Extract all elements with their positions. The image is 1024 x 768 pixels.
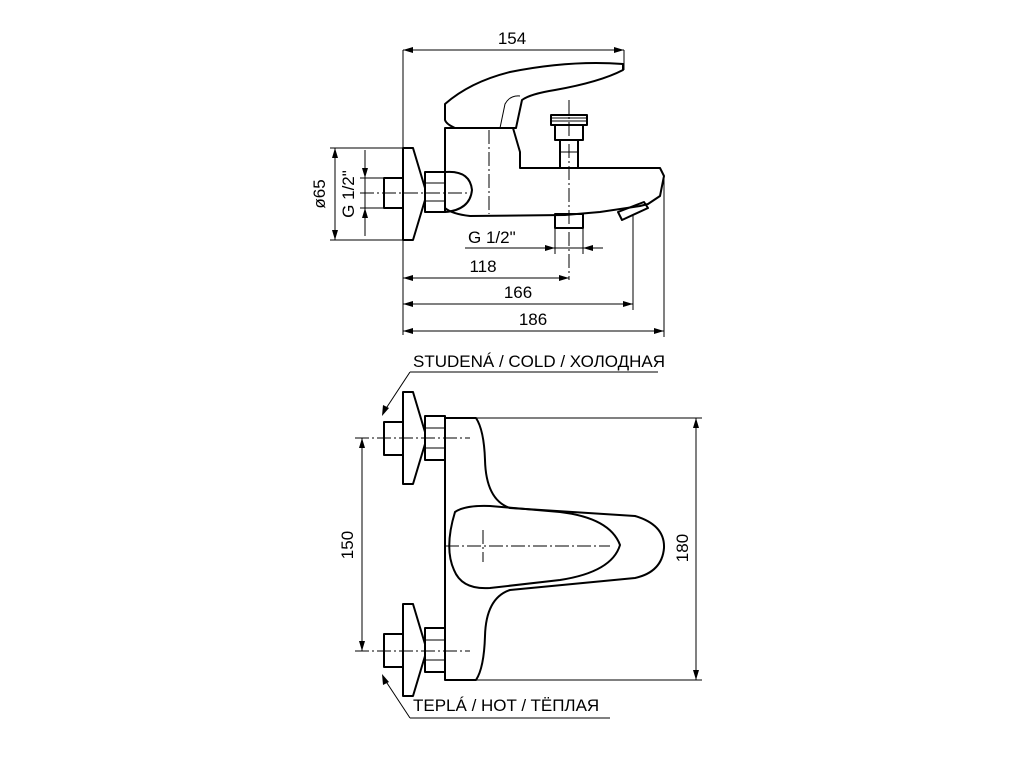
dim-186: 186 bbox=[403, 176, 665, 337]
hot-label-group: TEPLÁ / HOT / TЁПЛАЯ bbox=[382, 674, 610, 719]
dim-180-label: 180 bbox=[673, 534, 692, 562]
dim-118: 118 bbox=[402, 240, 569, 335]
handle-top bbox=[448, 504, 621, 590]
dim-thread-outlet: G 1/2" bbox=[465, 228, 603, 254]
dim-154-label: 154 bbox=[498, 29, 526, 48]
dim-150-label: 150 bbox=[338, 531, 357, 559]
dim-180: 180 bbox=[476, 417, 702, 681]
dim-166: 166 bbox=[403, 214, 634, 310]
cold-label-group: STUDENÁ / COLD / ХОЛОДНАЯ bbox=[382, 352, 665, 416]
dim-186-label: 186 bbox=[519, 310, 547, 329]
dim-118-label: 118 bbox=[469, 257, 496, 276]
spout-aerator bbox=[617, 201, 649, 221]
dim-thread-inlet: G 1/2" bbox=[339, 150, 384, 236]
hot-label: TEPLÁ / HOT / TЁПЛАЯ bbox=[413, 696, 599, 715]
dim-thread-inlet-label: G 1/2" bbox=[339, 170, 358, 218]
dim-diameter-label: ø65 bbox=[310, 179, 329, 208]
body-top bbox=[444, 417, 666, 681]
handle-side bbox=[444, 62, 624, 129]
rosette-side bbox=[402, 147, 426, 241]
dim-154: 154 bbox=[402, 29, 625, 150]
dim-diameter: ø65 bbox=[310, 147, 403, 241]
cold-label: STUDENÁ / COLD / ХОЛОДНАЯ bbox=[413, 352, 665, 371]
body-side bbox=[444, 127, 665, 217]
rosette-cold bbox=[383, 391, 446, 485]
dim-thread-outlet-label: G 1/2" bbox=[468, 228, 516, 247]
nut-side bbox=[424, 171, 446, 213]
dim-166-label: 166 bbox=[504, 283, 532, 302]
dim-150: 150 bbox=[338, 438, 365, 651]
top-view: STUDENÁ / COLD / ХОЛОДНАЯ TEPLÁ / HOT / … bbox=[338, 352, 702, 719]
rosette-hot bbox=[383, 603, 446, 697]
side-view: 154 bbox=[310, 29, 665, 337]
